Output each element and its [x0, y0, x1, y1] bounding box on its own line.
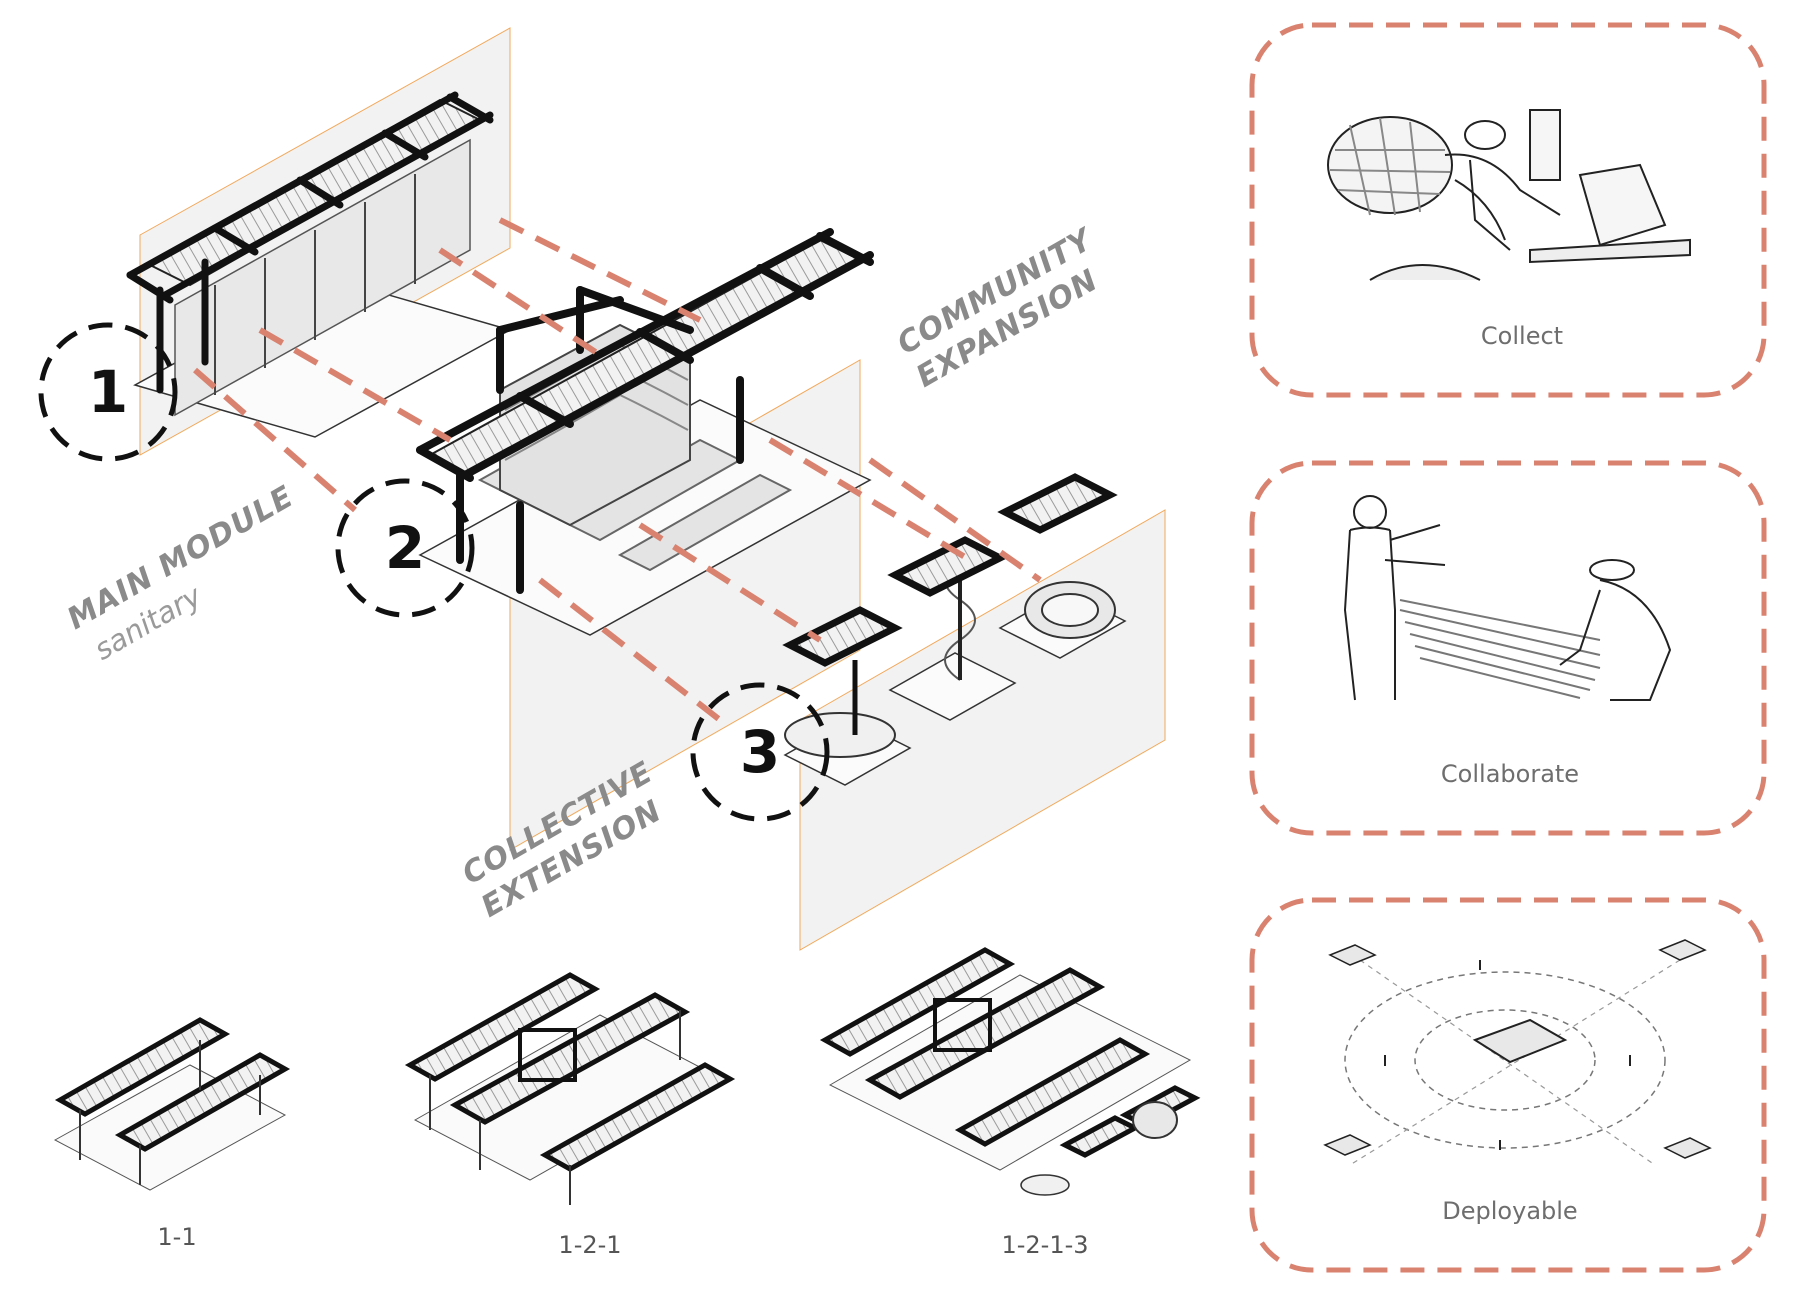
combination-1-2-1-drawing [404, 972, 736, 1205]
combination-label-2: 1-2-1 [558, 1231, 621, 1259]
module-1-axonometric [126, 27, 512, 456]
module-1-number: 1 [88, 358, 128, 426]
panel-deployable-caption: Deployable [1442, 1197, 1577, 1225]
module-1-badge [38, 322, 178, 462]
module-3-axonometric [782, 473, 1166, 951]
basket-weaver-figure-icon [1327, 109, 1691, 281]
combination-label-1: 1-1 [157, 1223, 196, 1251]
combination-1-2-1-3-drawing [819, 947, 1201, 1196]
module-connector-lines [193, 217, 1042, 723]
panel-collect-caption: Collect [1481, 322, 1563, 350]
module-3-badge [690, 682, 830, 822]
panel-collaborate-caption: Collaborate [1441, 760, 1579, 788]
module-2-axonometric [416, 228, 874, 851]
panel-deployable [1249, 897, 1767, 1273]
site-deployment-plan-icon [1323, 939, 1712, 1166]
panel-collaborate [1249, 460, 1767, 836]
bamboo-bundle-figures-icon [1343, 495, 1672, 701]
combination-1-1-drawing [53, 1017, 291, 1191]
module-2-badge [335, 478, 475, 618]
module-3-number: 3 [740, 718, 780, 786]
module-2-number: 2 [385, 514, 425, 582]
combination-label-3: 1-2-1-3 [1001, 1231, 1088, 1259]
panel-collect [1249, 22, 1767, 398]
